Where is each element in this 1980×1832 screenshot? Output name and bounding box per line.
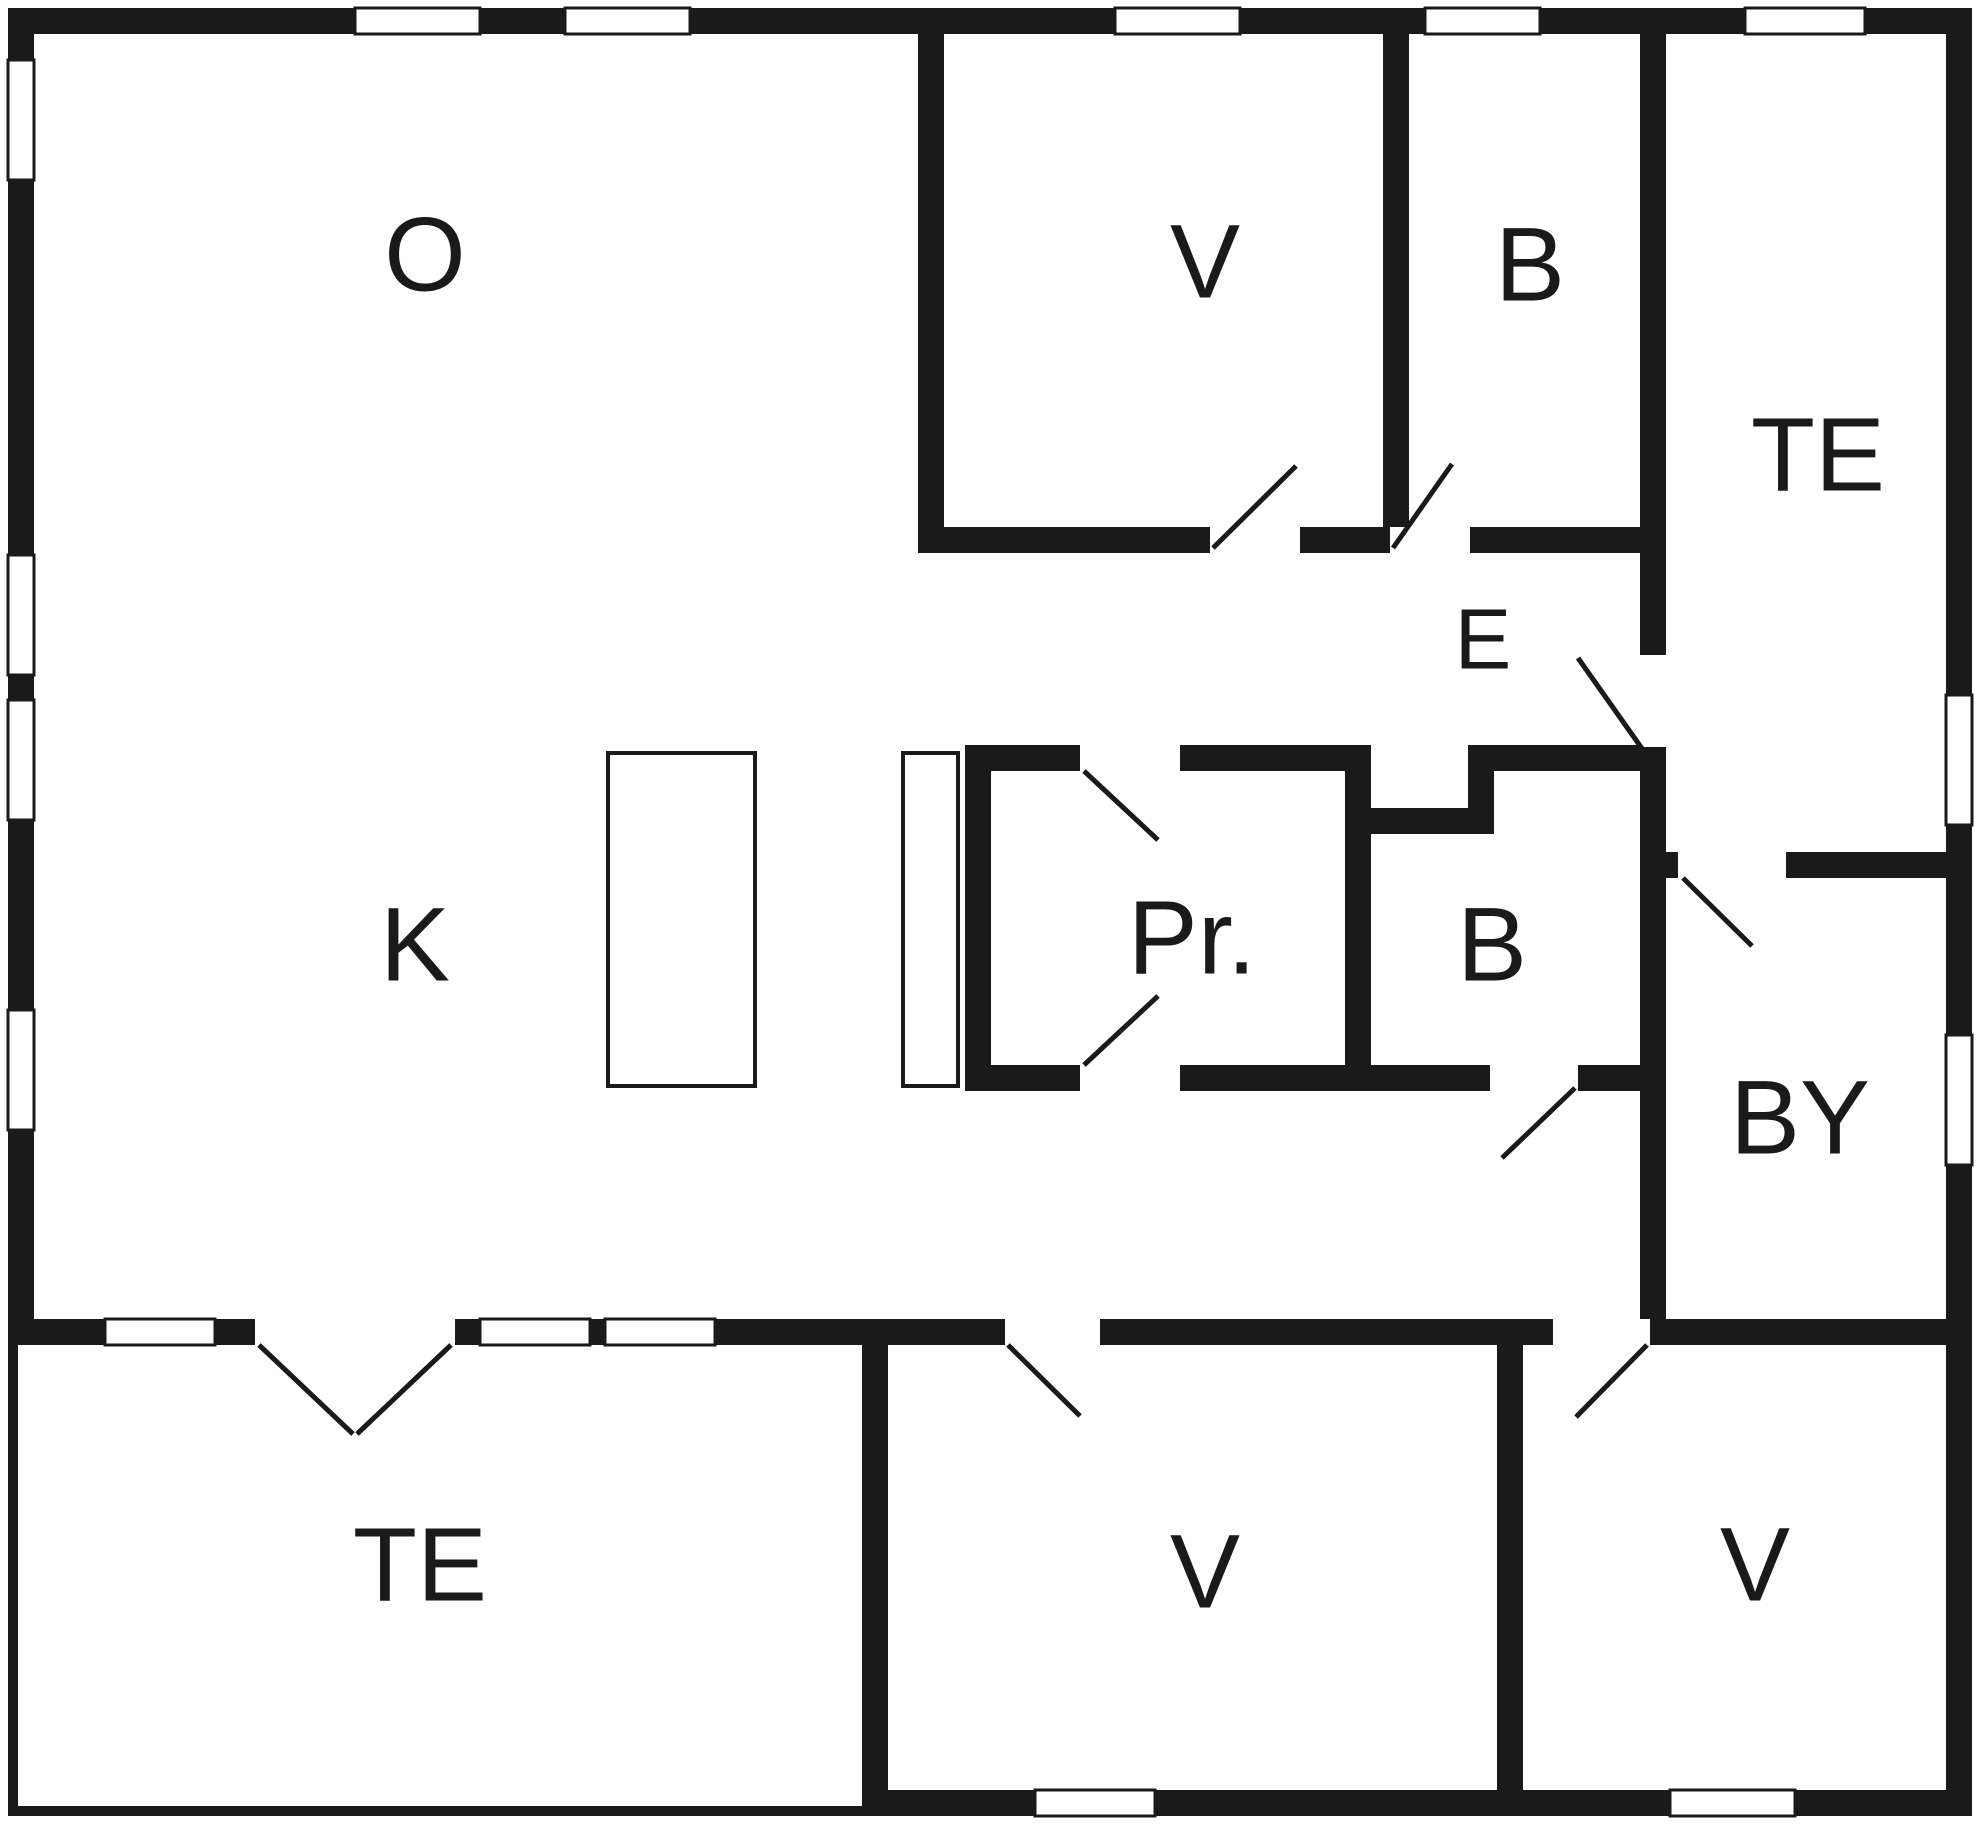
window — [1944, 693, 1974, 827]
wall-segment — [862, 1790, 1972, 1816]
room-label-b-mid: B — [1457, 887, 1527, 1004]
room-label-by: BY — [1730, 1060, 1870, 1177]
room-label-k: K — [380, 887, 450, 1004]
door-opening — [1080, 745, 1180, 771]
wall-segment — [1497, 1319, 1523, 1816]
window — [103, 1317, 217, 1347]
window — [6, 698, 36, 822]
door-swings-layer — [257, 462, 1754, 1436]
door-opening — [255, 1319, 455, 1345]
wall-segment — [8, 8, 1972, 34]
door-opening — [1640, 655, 1666, 747]
door-swing — [1575, 656, 1646, 752]
terrace-edge — [8, 1345, 18, 1816]
room-label-v-bottom-mid: V — [1170, 1514, 1240, 1631]
door-swing — [1574, 1343, 1649, 1419]
window — [603, 1317, 717, 1347]
door-opening — [1210, 527, 1300, 553]
door-swing — [257, 1343, 355, 1436]
door-swing — [1006, 1343, 1082, 1418]
door-swing — [1681, 876, 1754, 948]
window — [1423, 6, 1542, 36]
wall-segment — [862, 1319, 888, 1816]
room-label-te-bottom: TE — [353, 1507, 487, 1624]
labels-layer: O V B TE E K Pr. B BY TE V V — [353, 197, 1885, 1631]
door-opening — [1490, 1065, 1578, 1091]
door-opening — [1553, 1319, 1650, 1345]
wall-segment — [918, 8, 944, 553]
wall-segment — [1383, 8, 1409, 527]
room-label-te-right: TE — [1751, 397, 1885, 514]
window — [478, 1317, 592, 1347]
window — [563, 6, 692, 36]
door-swing — [1082, 769, 1160, 842]
window — [1743, 6, 1867, 36]
room-label-o: O — [384, 197, 466, 314]
kitchen-counter — [901, 751, 960, 1088]
room-label-v-top: V — [1170, 204, 1240, 321]
door-swing — [1500, 1086, 1577, 1160]
window — [6, 58, 36, 182]
room-label-pr: Pr. — [1128, 880, 1256, 997]
window — [1113, 6, 1242, 36]
fixtures-layer — [606, 751, 960, 1088]
wall-segment — [1946, 8, 1972, 1816]
window — [6, 553, 36, 677]
room-label-e: E — [1455, 593, 1512, 688]
windows-layer — [6, 6, 1974, 1818]
terrace-edge — [8, 1806, 888, 1816]
wall-segment — [1345, 808, 1494, 834]
door-opening — [1678, 852, 1786, 878]
room-label-b-top: B — [1495, 207, 1565, 324]
door-swing — [355, 1343, 453, 1436]
door-swing — [1390, 462, 1455, 550]
window — [6, 1008, 36, 1132]
window — [1668, 1788, 1797, 1818]
wall-segment — [1345, 745, 1371, 1091]
door-swing — [1211, 464, 1298, 550]
room-label-v-bottom-right: V — [1720, 1507, 1790, 1624]
wall-segment — [1468, 745, 1666, 771]
window — [1944, 1033, 1974, 1167]
door-opening — [1005, 1319, 1100, 1345]
door-openings-layer — [255, 527, 1786, 1345]
wall-segment — [965, 745, 991, 1091]
window — [1033, 1788, 1157, 1818]
kitchen-island — [606, 751, 757, 1088]
door-opening — [1080, 1065, 1180, 1091]
door-swing — [1082, 994, 1160, 1067]
window — [353, 6, 482, 36]
